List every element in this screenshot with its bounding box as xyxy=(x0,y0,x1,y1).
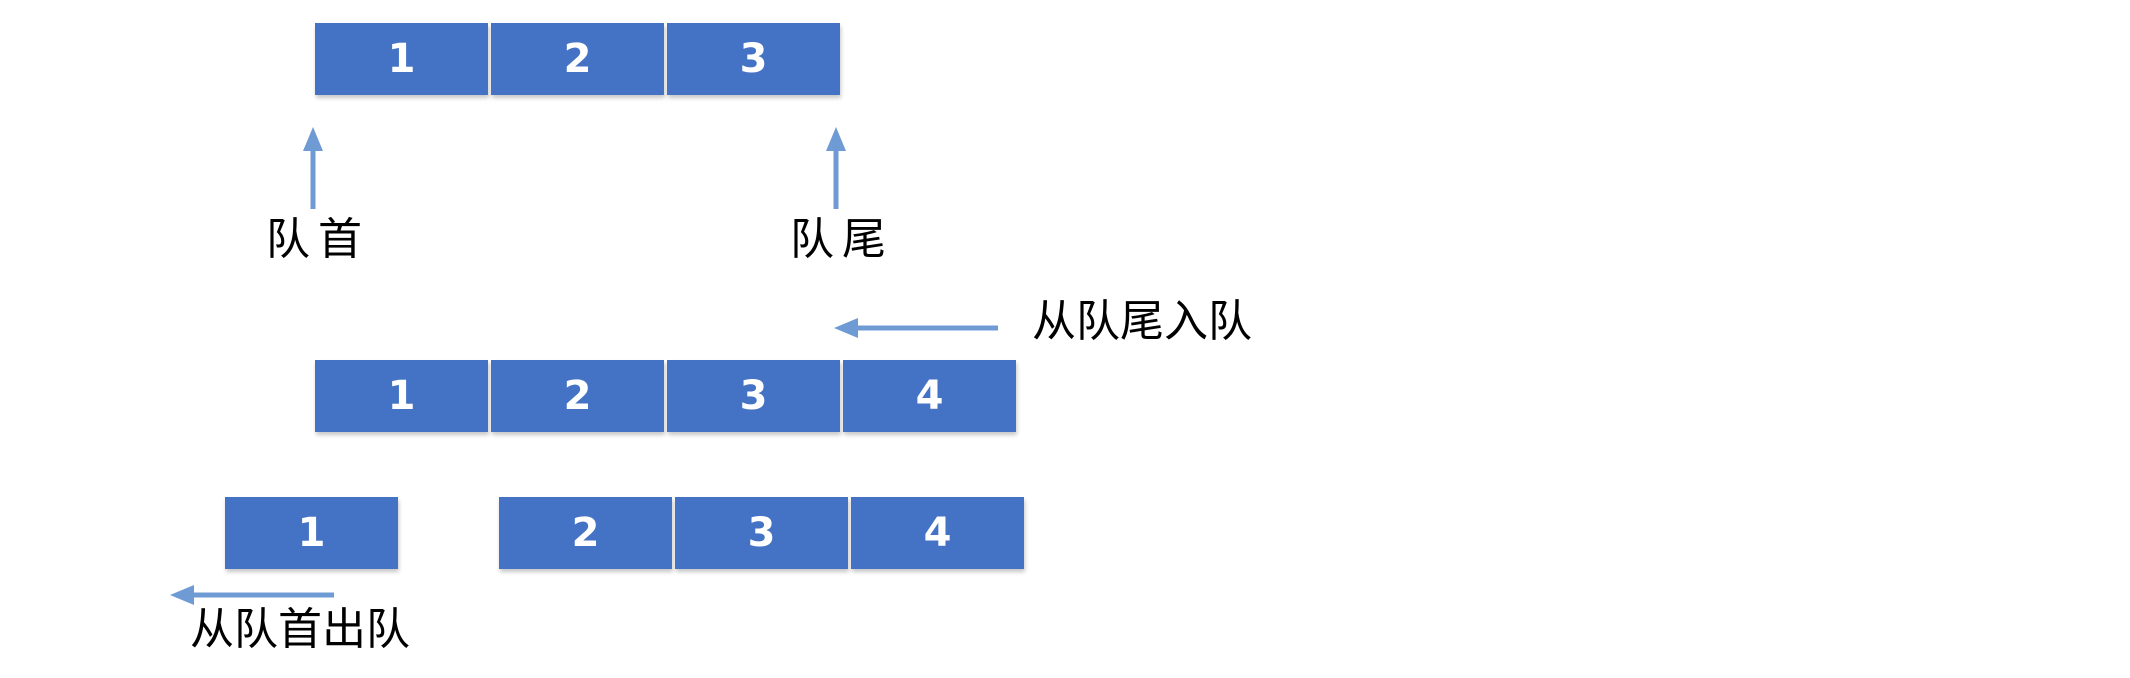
dequeued-cell-row: 1 xyxy=(225,497,398,569)
queue-cell-1: 1 xyxy=(315,360,488,432)
dequeued-cell: 1 xyxy=(225,497,398,569)
remaining-queue-row: 2 3 4 xyxy=(499,497,1024,569)
rear-pointer-up-arrow-icon xyxy=(826,127,846,209)
queue-cell-2: 2 xyxy=(499,497,672,569)
front-label: 队首 xyxy=(266,214,370,265)
dequeue-label: 从队首出队 xyxy=(190,604,410,655)
dequeue-left-arrow-icon xyxy=(170,585,334,605)
queue-cell-4: 4 xyxy=(851,497,1024,569)
queue-cell-4: 4 xyxy=(843,360,1016,432)
queue-cell-3: 3 xyxy=(667,23,840,95)
enqueue-queue-row: 1 2 3 4 xyxy=(315,360,1016,432)
queue-cell-3: 3 xyxy=(667,360,840,432)
queue-cell-2: 2 xyxy=(491,360,664,432)
enqueue-label: 从队尾入队 xyxy=(1032,296,1252,347)
queue-cell-1: 1 xyxy=(315,23,488,95)
initial-queue-row: 1 2 3 xyxy=(315,23,840,95)
rear-label: 队尾 xyxy=(790,214,894,265)
queue-cell-2: 2 xyxy=(491,23,664,95)
front-pointer-up-arrow-icon xyxy=(303,127,323,209)
queue-cell-3: 3 xyxy=(675,497,848,569)
enqueue-left-arrow-icon xyxy=(834,318,998,338)
